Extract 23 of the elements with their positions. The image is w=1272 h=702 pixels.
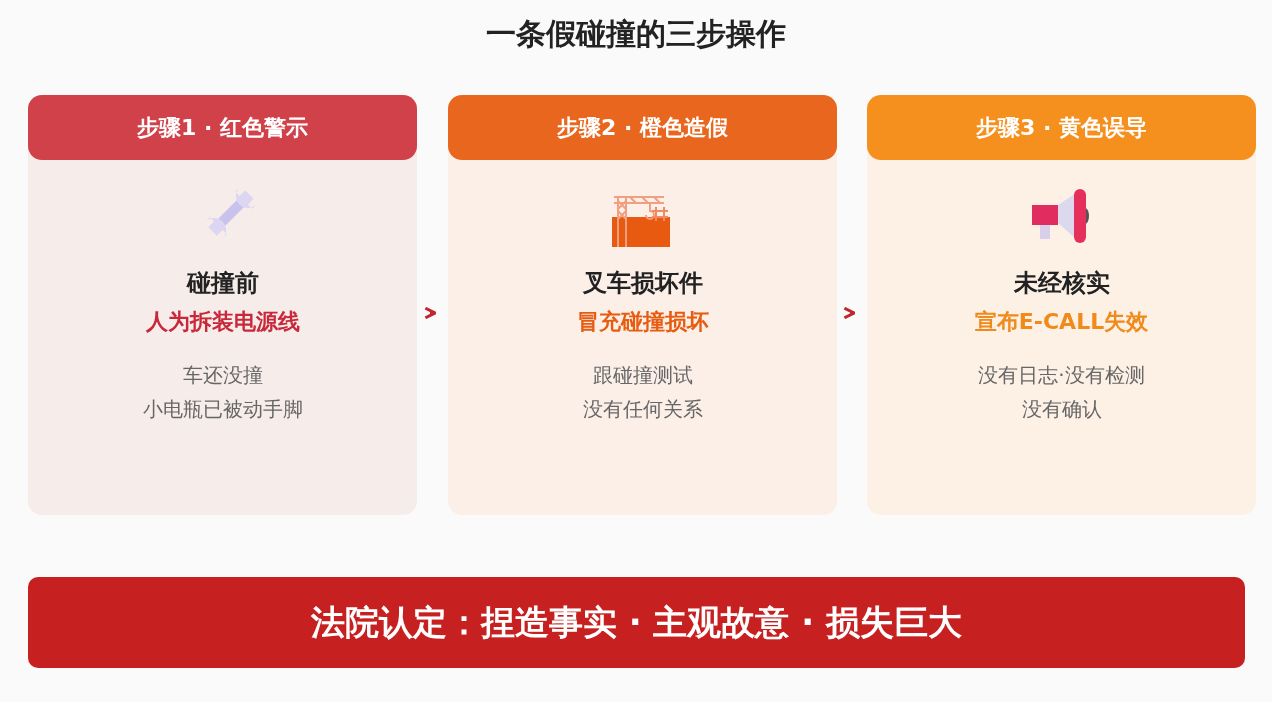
step-card xyxy=(867,95,1256,515)
verdict-text: 法院认定：捏造事实 · 主观故意 · 损失巨大 xyxy=(310,600,963,644)
step-description: 跟碰撞测试 xyxy=(591,362,694,389)
step-title: 未经核实 xyxy=(1012,268,1111,299)
verdict-banner xyxy=(28,577,1245,668)
step-description: 没有确认 xyxy=(1020,396,1103,423)
step-subtitle: 宣布E-CALL失效 xyxy=(973,308,1150,336)
step-subtitle: 人为拆装电源线 xyxy=(144,308,301,336)
arrow xyxy=(423,306,437,320)
step-description: 小电瓶已被动手脚 xyxy=(141,396,304,423)
step-header: 步骤3 · 黄色误导 xyxy=(867,95,1256,160)
arrow xyxy=(842,306,856,320)
step-description: 车还没撞 xyxy=(181,362,264,389)
step-card xyxy=(448,95,837,515)
step-card xyxy=(28,95,417,515)
diagram-title: 一条假碰撞的三步操作 xyxy=(485,15,787,53)
step-description: 没有日志·没有检测 xyxy=(977,362,1146,389)
step-subtitle: 冒充碰撞损坏 xyxy=(575,308,710,336)
step-header: 步骤1 · 红色警示 xyxy=(28,95,417,160)
step-title: 叉车损坏件 xyxy=(581,268,704,299)
step-header: 步骤2 · 橙色造假 xyxy=(448,95,837,160)
step-title: 碰撞前 xyxy=(185,268,260,299)
step-description: 没有任何关系 xyxy=(581,396,704,423)
